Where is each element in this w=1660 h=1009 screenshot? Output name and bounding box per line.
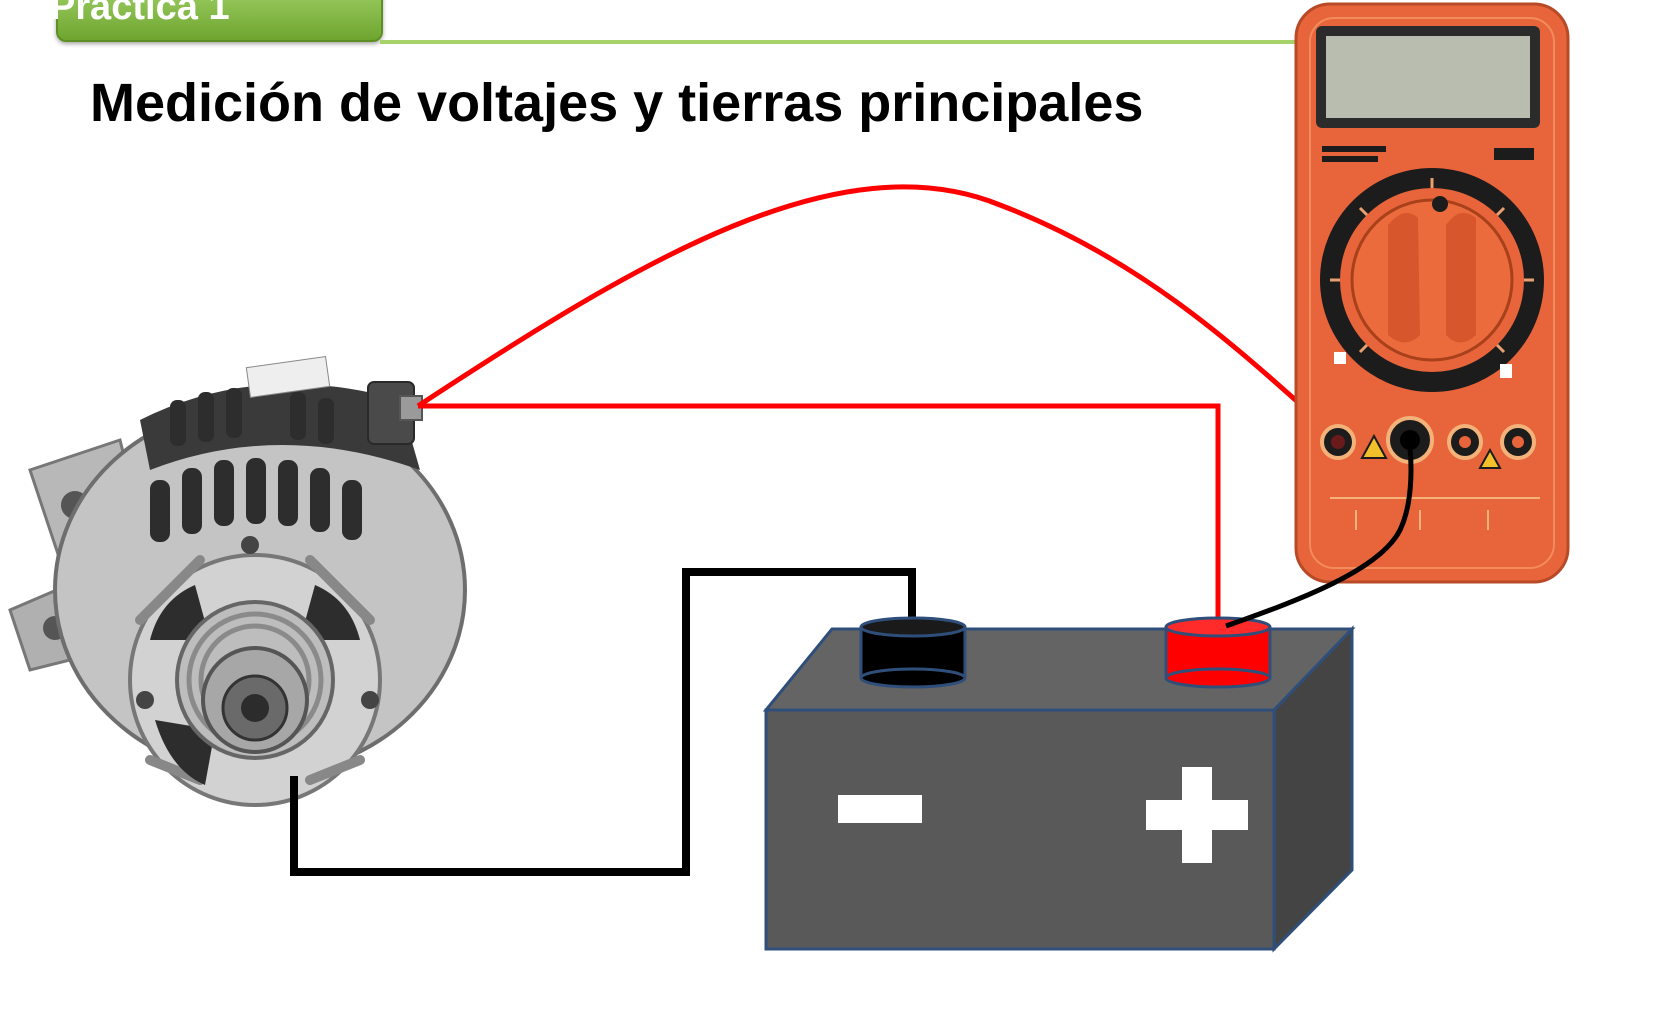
multimeter-icon [1294,2,1570,584]
battery-plus-sign [1146,767,1248,863]
battery-positive-terminal [1164,616,1272,689]
battery-minus-sign [838,795,922,823]
battery-negative-terminal [859,616,967,689]
alternator-icon [8,356,467,807]
page-title: Medición de voltajes y tierras principal… [90,73,1144,133]
black-probe-wire [1225,447,1414,629]
practice-tab [56,0,383,42]
header-rule [380,40,1330,44]
positive-cable [418,403,1221,622]
battery-icon [762,616,1356,953]
red-probe-wire [416,184,1340,440]
practice-tab-label: Práctica 1 [50,0,230,28]
ground-cable [290,568,916,876]
